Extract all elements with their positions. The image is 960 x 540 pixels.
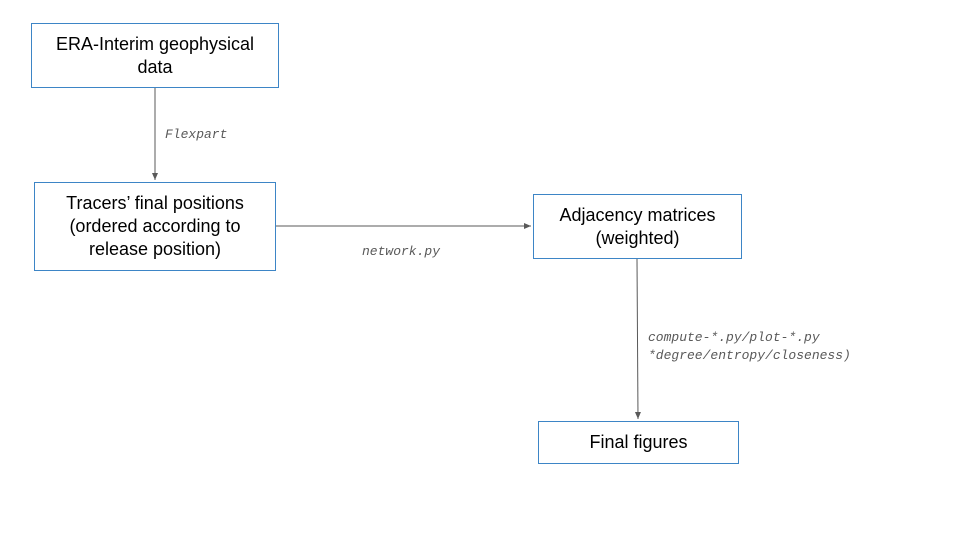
- adjacency-matrices-label: Adjacency matrices (weighted): [559, 204, 716, 248]
- final-figures-label: Final figures: [589, 432, 688, 452]
- tracers-final-positions-node: Tracers’ final positions (ordered accord…: [34, 182, 276, 271]
- arrow-adjacency-to-figures: [634, 258, 641, 420]
- compute-plot-edge-label: compute-*.py/plot-*.py *degree/entropy/c…: [648, 330, 851, 363]
- era-interim-node: ERA-Interim geophysical data: [31, 23, 279, 88]
- flexpart-edge-label: Flexpart: [165, 127, 228, 142]
- network-py-edge-label: network.py: [362, 244, 441, 259]
- era-interim-label: ERA-Interim geophysical data: [55, 33, 255, 77]
- adjacency-matrices-node: Adjacency matrices (weighted): [533, 194, 742, 259]
- final-figures-node: Final figures: [538, 421, 739, 464]
- tracers-final-positions-label: Tracers’ final positions (ordered accord…: [66, 193, 244, 259]
